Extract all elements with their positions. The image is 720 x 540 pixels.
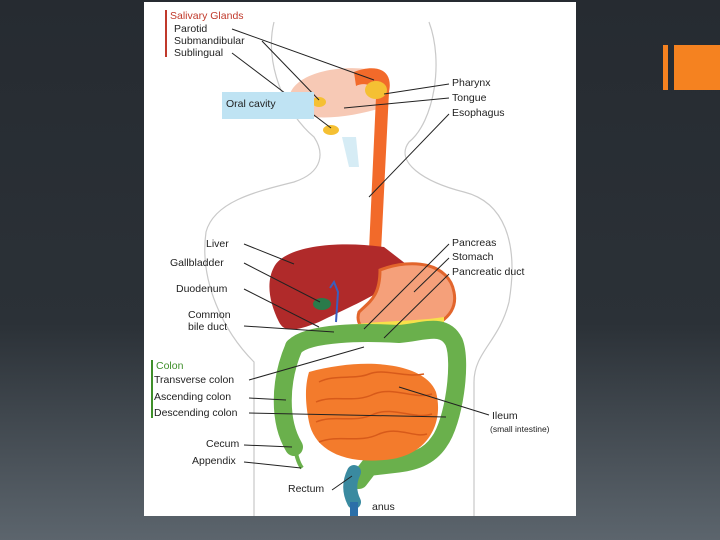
- label-rectum: Rectum: [288, 483, 325, 495]
- label-duodenum: Duodenum: [176, 283, 228, 295]
- label-stomach: Stomach: [452, 251, 494, 263]
- label-tongue: Tongue: [452, 92, 487, 104]
- label-sublingual: Sublingual: [174, 47, 224, 59]
- leader-lines: [151, 10, 490, 491]
- label-appendix: Appendix: [192, 455, 236, 467]
- label-parotid: Parotid: [174, 23, 208, 35]
- label-descending-colon: Descending colon: [154, 407, 238, 419]
- submandibular-gland: [312, 97, 326, 107]
- label-submandibular: Submandibular: [174, 35, 245, 47]
- appendix-shape: [292, 441, 304, 470]
- oral-cavity-box: Oral cavity: [222, 92, 314, 119]
- label-ascending-colon: Ascending colon: [154, 391, 232, 403]
- colon-shape: [285, 320, 467, 489]
- label-anus: anus: [372, 501, 395, 513]
- parotid-gland: [365, 81, 387, 99]
- accent-bar: [663, 45, 668, 90]
- label-pancreatic-duct: Pancreatic duct: [452, 266, 525, 278]
- liver-shape: [269, 244, 406, 330]
- label-pancreas: Pancreas: [452, 237, 497, 249]
- label-bile-duct: bile duct: [188, 321, 228, 333]
- salivary-glands-heading: Salivary Glands: [170, 10, 244, 22]
- small-intestine-shape: [305, 363, 439, 461]
- accent-block: [674, 45, 720, 90]
- label-small-intestine: (small intestine): [490, 424, 550, 434]
- label-common: Common: [188, 309, 231, 321]
- torso-outline-right: [404, 21, 513, 516]
- sublingual-gland: [323, 125, 339, 135]
- label-cecum: Cecum: [206, 438, 240, 450]
- label-transverse-colon: Transverse colon: [154, 374, 235, 386]
- ascending-colon-shape: [273, 338, 303, 456]
- label-liver: Liver: [206, 238, 229, 250]
- diagram-panel: Salivary Glands Parotid Submandibular Su…: [144, 2, 576, 516]
- bile-duct-shape: [329, 279, 340, 323]
- colon-heading: Colon: [156, 360, 184, 372]
- label-esophagus: Esophagus: [452, 107, 505, 119]
- label-oral-cavity: Oral cavity: [226, 98, 276, 110]
- rectum-shape: [343, 465, 361, 509]
- label-pharynx: Pharynx: [452, 77, 491, 89]
- esophagus-shape: [354, 68, 390, 272]
- throat-shape: [342, 137, 359, 167]
- label-gallbladder: Gallbladder: [170, 257, 224, 269]
- label-ileum: Ileum: [492, 410, 518, 422]
